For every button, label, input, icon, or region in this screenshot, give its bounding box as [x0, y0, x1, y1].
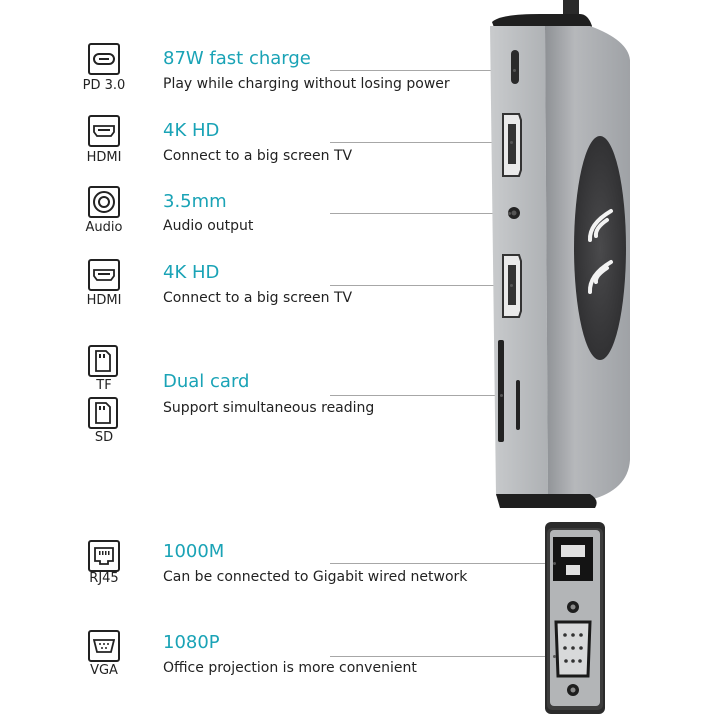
feature-description-hdmi-1: Connect to a big screen TV	[163, 148, 353, 164]
feature-title-vga: 1080P	[163, 632, 220, 653]
feature-title-audio: 3.5mm	[163, 191, 227, 212]
charging-pad	[574, 136, 626, 360]
feature-title-cards: Dual card	[163, 371, 250, 392]
hdmi-icon	[88, 115, 120, 147]
leader-dot-rj45	[553, 562, 556, 565]
leader-dot-vga	[553, 655, 556, 658]
icon-label-sd: SD	[94, 430, 114, 445]
leader-dot-pd	[513, 69, 516, 72]
feature-description-vga: Office projection is more convenient	[163, 660, 417, 676]
wireless-charging-icon	[587, 209, 613, 294]
usb-c-icon	[88, 43, 120, 75]
sd-slot	[498, 340, 504, 442]
icon-label-hdmi-2: HDMI	[86, 293, 122, 308]
hdmi-icon	[88, 259, 120, 291]
audio-jack-icon	[88, 186, 120, 218]
vga-icon	[88, 630, 120, 662]
feature-title-hdmi-1: 4K HD	[163, 120, 220, 141]
leader-dot-hdmi-1	[510, 141, 513, 144]
leader-line-pd	[330, 70, 515, 71]
ethernet-icon	[88, 540, 120, 572]
sd-card-icon	[88, 397, 118, 429]
icon-label-tf: TF	[96, 378, 112, 393]
tf-card-icon	[88, 345, 118, 377]
feature-description-cards: Support simultaneous reading	[163, 400, 375, 416]
leader-line-hdmi-1	[330, 142, 512, 143]
leader-dot-audio	[508, 212, 511, 215]
feature-description-audio: Audio output	[163, 218, 254, 234]
leader-line-audio	[330, 213, 510, 214]
icon-label-hdmi-1: HDMI	[86, 150, 122, 165]
icon-label-vga: VGA	[90, 663, 118, 678]
leader-line-hdmi-2	[330, 285, 512, 286]
leader-line-vga	[330, 656, 555, 657]
feature-title-pd: 87W fast charge	[163, 48, 311, 69]
leader-dot-hdmi-2	[510, 284, 513, 287]
icon-label-audio: Audio	[85, 220, 123, 235]
bottom-cap	[496, 494, 597, 508]
leader-line-cards	[330, 395, 502, 396]
feature-description-hdmi-2: Connect to a big screen TV	[163, 290, 353, 306]
usb-c-port	[511, 50, 519, 84]
icon-label-pd: PD 3.0	[82, 78, 126, 93]
feature-title-rj45: 1000M	[163, 541, 225, 562]
leader-dot-cards	[500, 394, 503, 397]
tf-slot	[516, 380, 520, 430]
feature-description-pd: Play while charging without losing power	[163, 76, 450, 92]
feature-description-rj45: Can be connected to Gigabit wired networ…	[163, 569, 468, 585]
feature-title-hdmi-2: 4K HD	[163, 262, 220, 283]
leader-line-rj45	[330, 563, 555, 564]
icon-label-rj45: RJ45	[89, 571, 119, 586]
